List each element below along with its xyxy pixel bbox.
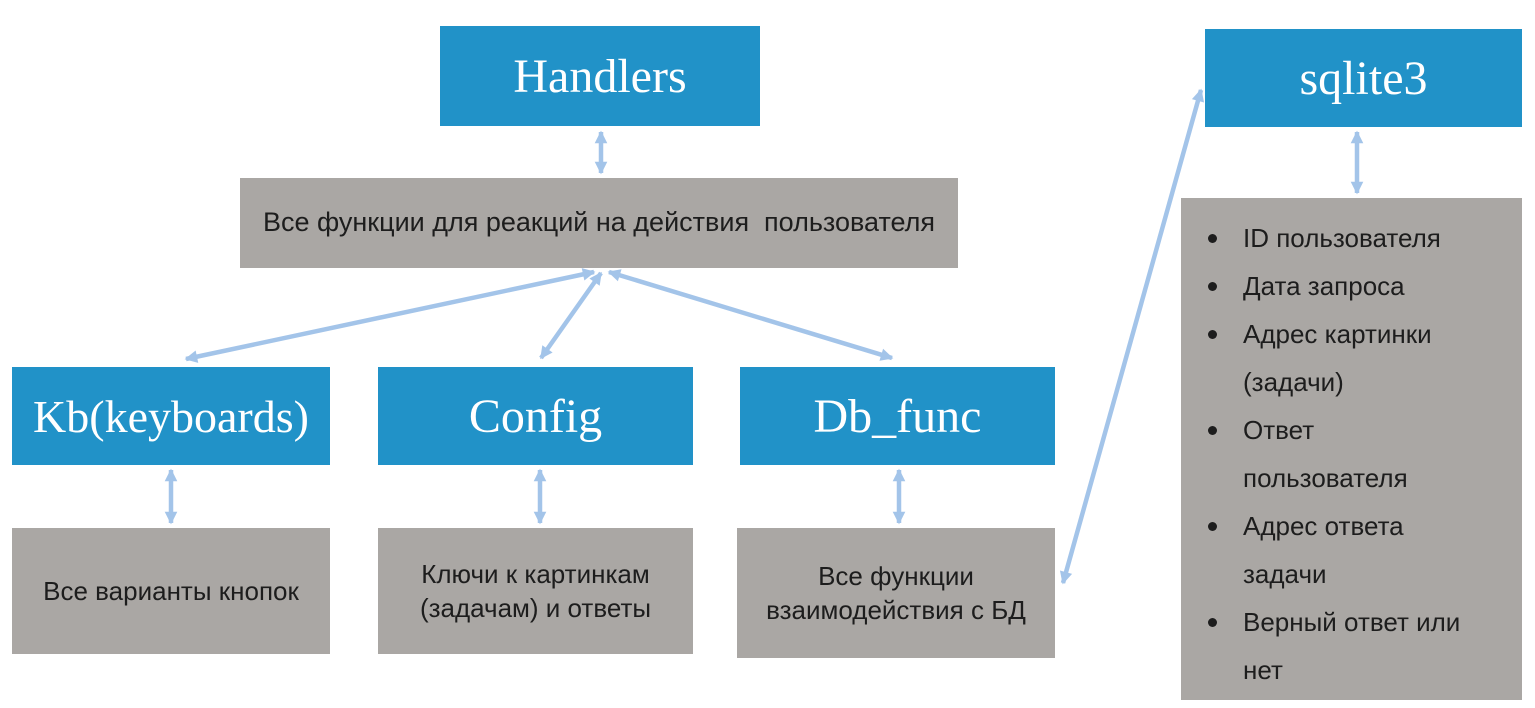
sqlite3-fields-panel: ID пользователя Дата запроса Адрес карти… bbox=[1181, 198, 1522, 700]
desc-db-func: Все функции взаимодействия с БД bbox=[737, 528, 1055, 658]
field-item: Адрес картинки (задачи) bbox=[1181, 310, 1512, 406]
node-kb-keyboards: Kb(keyboards) bbox=[12, 367, 330, 465]
node-db-func: Db_func bbox=[740, 367, 1055, 465]
field-item: Дата запроса bbox=[1181, 262, 1512, 310]
arrow-handlers-desc-to-db-func bbox=[607, 269, 894, 361]
desc-handlers: Все функции для реакций на действия поль… bbox=[240, 178, 958, 268]
desc-kb: Все варианты кнопок bbox=[12, 528, 330, 654]
node-handlers: Handlers bbox=[440, 26, 760, 126]
arrow-handlers-desc-to-kb bbox=[184, 268, 596, 363]
node-sqlite3: sqlite3 bbox=[1205, 29, 1522, 127]
sqlite3-field-list: ID пользователя Дата запроса Адрес карти… bbox=[1181, 214, 1512, 694]
desc-config: Ключи к картинкам (задачам) и ответы bbox=[378, 528, 693, 654]
node-config: Config bbox=[378, 367, 693, 465]
field-item: Ответ пользователя bbox=[1181, 406, 1512, 502]
arrow-handlers-desc-to-config bbox=[539, 271, 603, 360]
field-item: Верный ответ или нет bbox=[1181, 598, 1512, 694]
field-item: ID пользователя bbox=[1181, 214, 1512, 262]
field-item: Адрес ответа задачи bbox=[1181, 502, 1512, 598]
